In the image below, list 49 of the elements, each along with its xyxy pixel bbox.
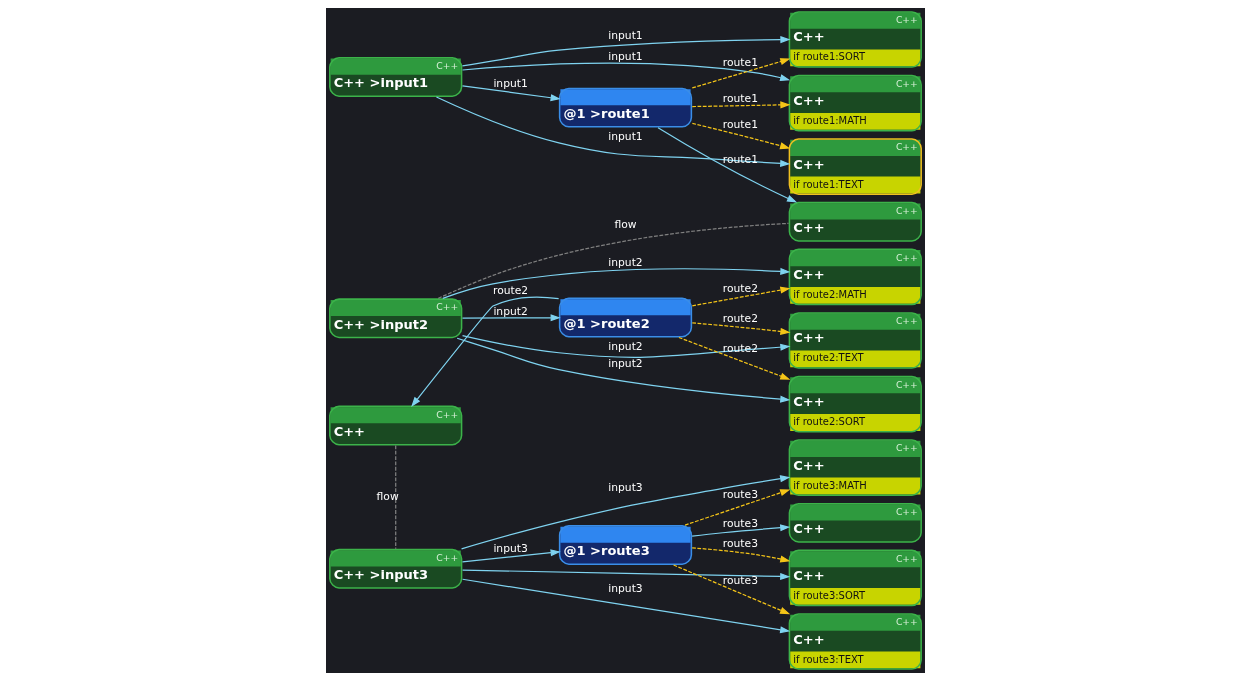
- arrow: [657, 127, 798, 203]
- arrow: [411, 296, 560, 407]
- edge-label: input1: [493, 77, 528, 91]
- arrow: [461, 549, 561, 563]
- arrow: [456, 337, 791, 403]
- arrow: [435, 96, 791, 167]
- arrow: [691, 524, 791, 537]
- arrow: [460, 475, 791, 550]
- edge-label: route1: [722, 56, 758, 70]
- edge-label: route3: [722, 488, 758, 502]
- edge-label: route2: [722, 312, 758, 326]
- edge-label: input1: [608, 129, 643, 143]
- arrow: [684, 489, 791, 526]
- edge-label: input2: [608, 339, 643, 353]
- edge-label: input3: [493, 542, 528, 556]
- edge-label: input3: [608, 581, 643, 595]
- edge-label: flow: [614, 218, 637, 232]
- arrow: [691, 547, 791, 563]
- edge-label: input3: [608, 480, 643, 494]
- arrow: [691, 58, 791, 89]
- edge-label: route1: [722, 118, 758, 132]
- arrow: [672, 564, 791, 615]
- arrow: [442, 267, 791, 299]
- arrow: [461, 85, 561, 102]
- arrow: [691, 322, 791, 335]
- edge-label: input1: [608, 28, 643, 42]
- edge-label: route3: [722, 516, 758, 530]
- edge-label: route2: [722, 281, 758, 295]
- arrow: [461, 569, 791, 580]
- connector: [395, 444, 397, 550]
- arrow: [461, 62, 791, 82]
- edge-label: route3: [722, 537, 758, 551]
- arrow: [461, 578, 791, 634]
- connector: [437, 222, 790, 299]
- edge-label: route2: [493, 283, 529, 297]
- arrow: [461, 334, 791, 358]
- edge-label: flow: [376, 489, 399, 503]
- edge-label: route3: [722, 574, 758, 588]
- arrow: [691, 286, 791, 307]
- edge-label: input1: [608, 50, 643, 64]
- arrow: [461, 36, 791, 67]
- edge-label: input2: [493, 304, 528, 318]
- edge-label: route1: [722, 92, 758, 106]
- arrow: [691, 101, 791, 109]
- arrow: [678, 336, 791, 380]
- arrow: [691, 122, 791, 150]
- arrow: [461, 314, 561, 322]
- edge-label: input2: [608, 255, 643, 269]
- edge-label: input2: [608, 356, 643, 370]
